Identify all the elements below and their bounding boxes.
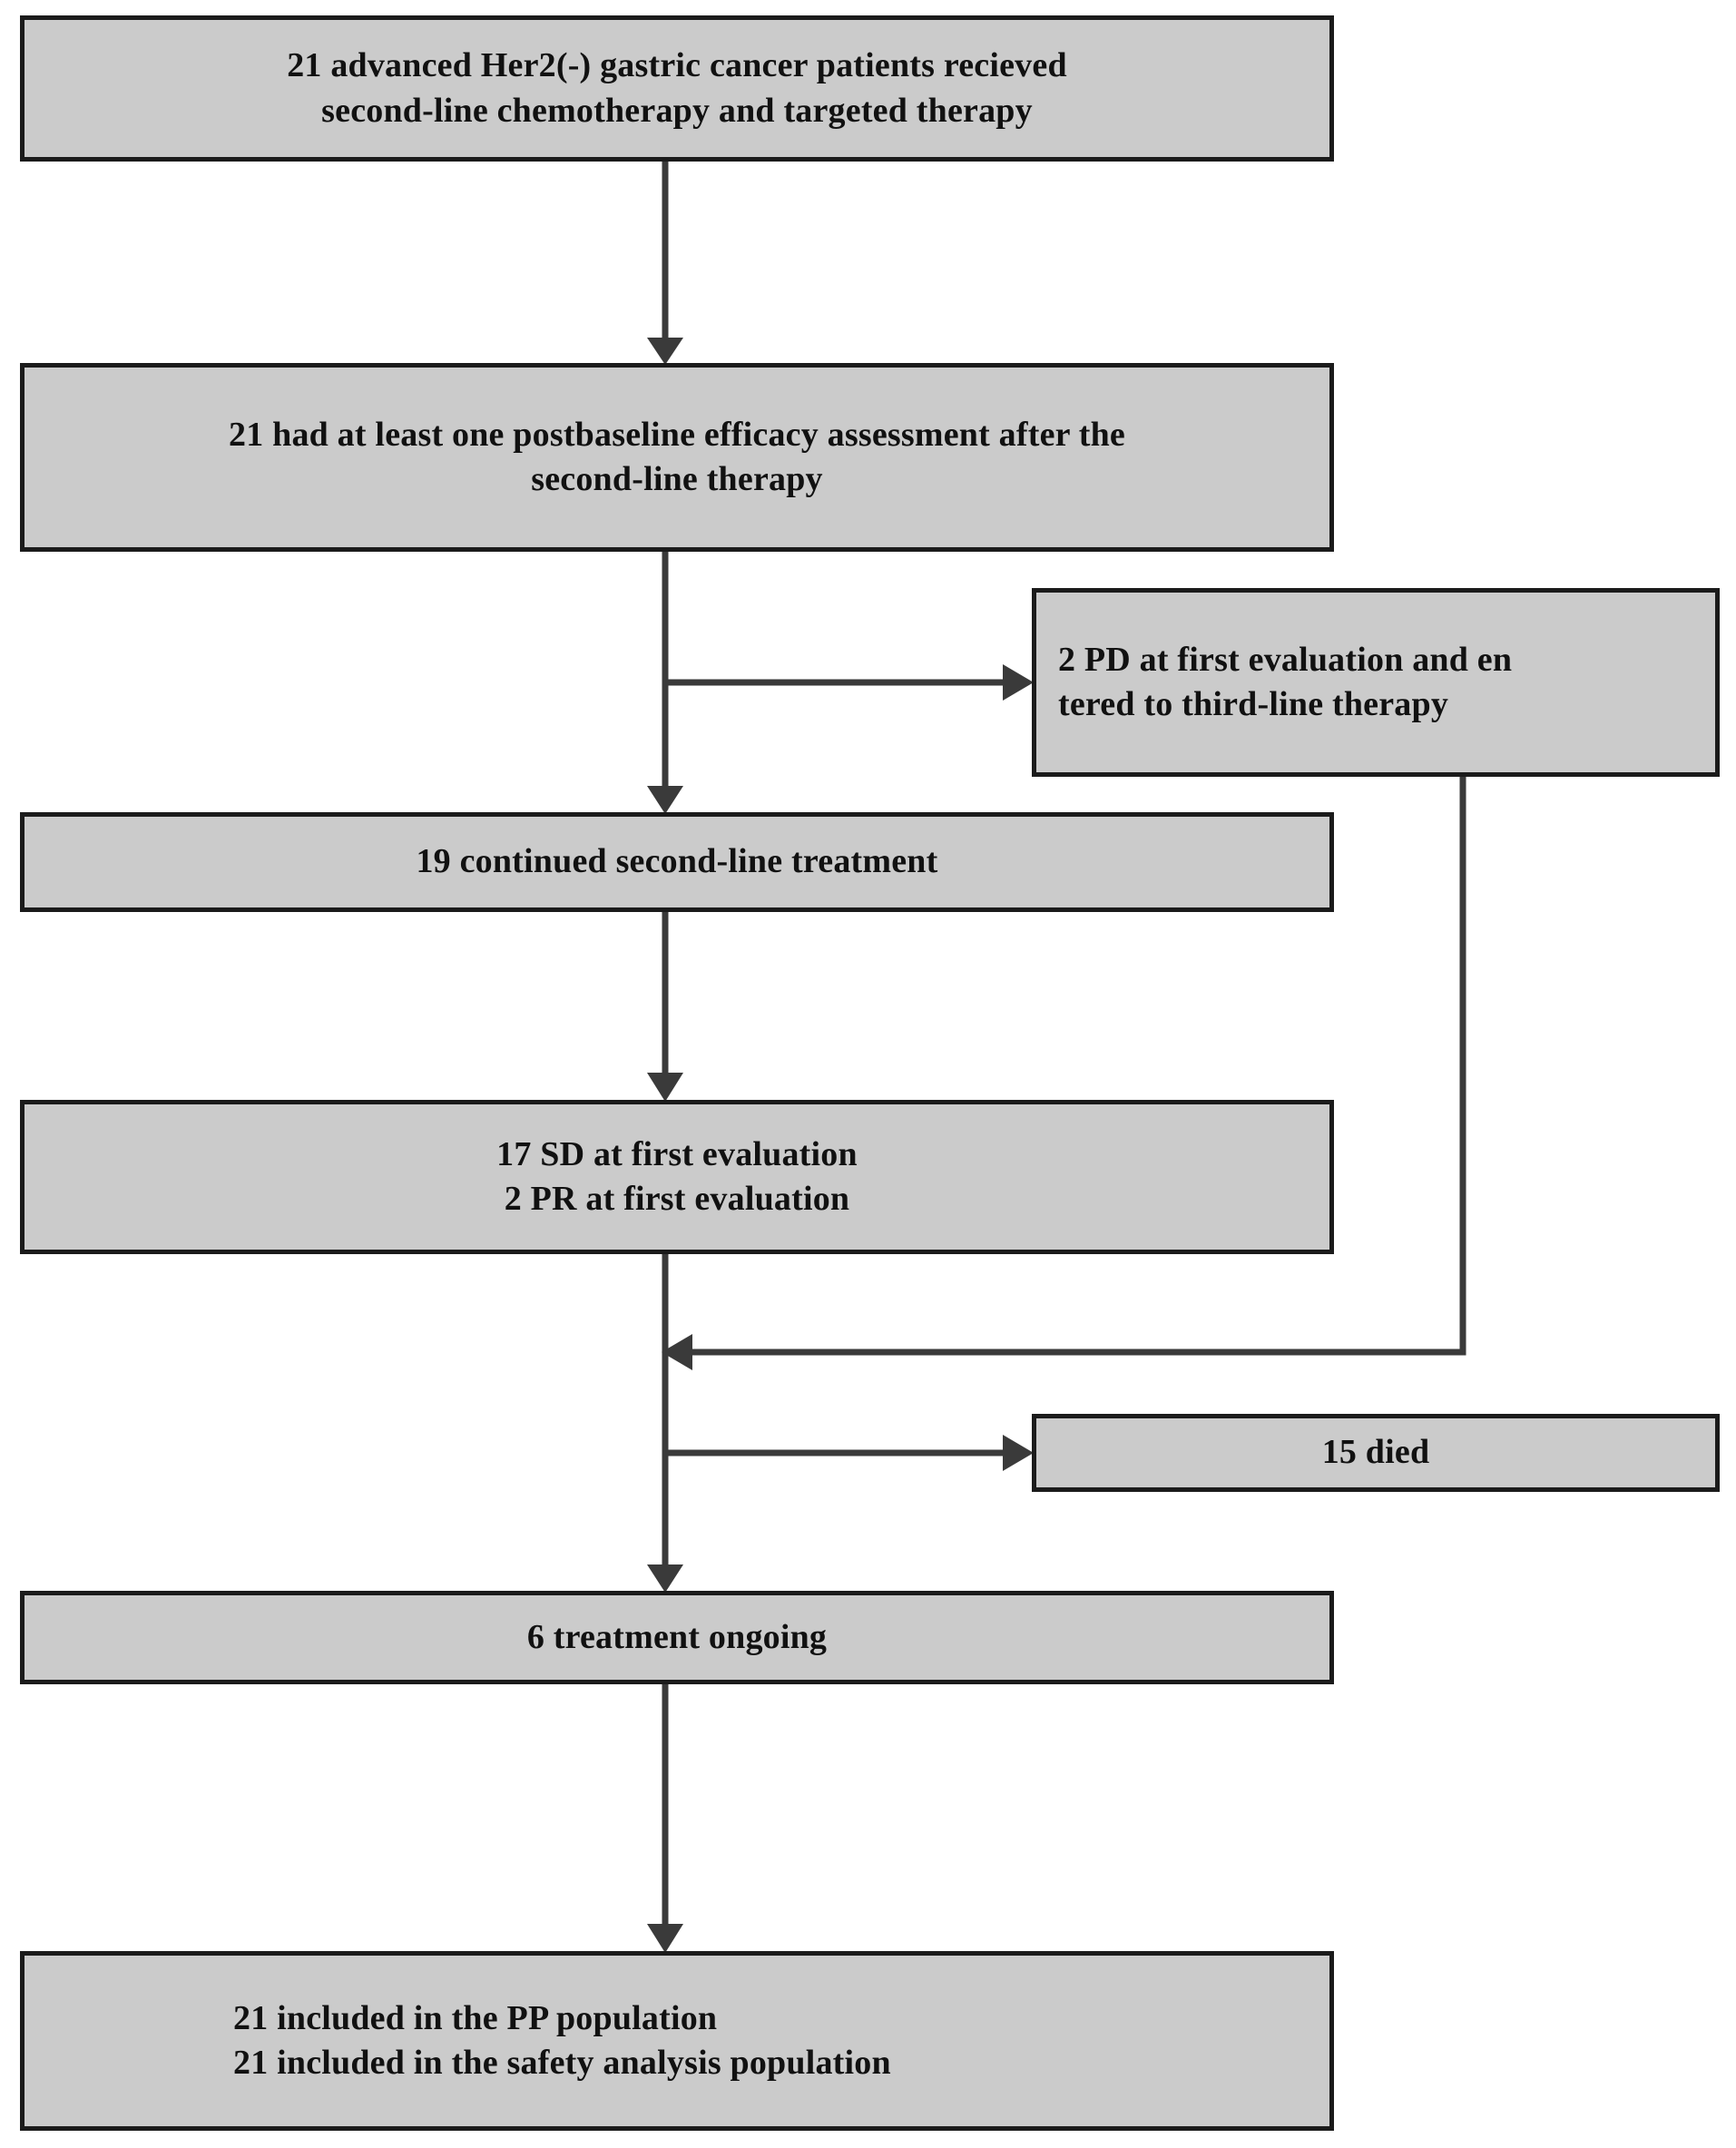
first-evaluation-response-box: 17 SD at first evaluation 2 PR at first … (20, 1100, 1334, 1254)
analysis-populations-line-2: 21 included in the safety analysis popul… (233, 2044, 891, 2082)
first-evaluation-line-1: 17 SD at first evaluation (496, 1134, 858, 1173)
enrolled-box-text: 21 advanced Her2(-) gastric cancer patie… (37, 44, 1317, 133)
pd-third-line-line-2: tered to third-line therapy (1058, 685, 1449, 723)
died-box-text: 15 died (1049, 1430, 1702, 1475)
pd-third-line-box: 2 PD at first evaluation and en tered to… (1032, 588, 1720, 777)
arrow-continued-to-first-evaluation (647, 912, 683, 1102)
enrolled-box-line-1: 21 advanced Her2(-) gastric cancer patie… (287, 46, 1067, 85)
postbaseline-assessment-box-text: 21 had at least one postbaseline efficac… (37, 413, 1317, 503)
analysis-populations-box: 21 included in the PP population 21 incl… (20, 1951, 1334, 2131)
arrow-assessment-to-continued (647, 552, 683, 814)
died-box-line-1: 15 died (1321, 1433, 1430, 1472)
pd-third-line-line-1: 2 PD at first evaluation and en (1058, 640, 1513, 679)
pd-third-line-box-text: 2 PD at first evaluation and en tered to… (1058, 638, 1699, 728)
postbaseline-assessment-line-1: 21 had at least one postbaseline efficac… (229, 415, 1125, 454)
continued-second-line-line-1: 19 continued second-line treatment (416, 842, 938, 881)
arrow-trunk-to-died (665, 1435, 1034, 1471)
analysis-populations-box-text: 21 included in the PP population 21 incl… (233, 1996, 1293, 2086)
main-trunk-line (647, 1254, 683, 1593)
postbaseline-assessment-line-2: second-line therapy (531, 460, 823, 498)
first-evaluation-line-2: 2 PR at first evaluation (504, 1180, 850, 1218)
analysis-populations-line-1: 21 included in the PP population (233, 1998, 718, 2037)
enrolled-box-line-2: second-line chemotherapy and targeted th… (321, 91, 1033, 130)
continued-second-line-box-text: 19 continued second-line treatment (37, 839, 1317, 884)
enrolled-box: 21 advanced Her2(-) gastric cancer patie… (20, 15, 1334, 162)
postbaseline-assessment-box: 21 had at least one postbaseline efficac… (20, 363, 1334, 552)
died-box: 15 died (1032, 1414, 1720, 1492)
arrow-ongoing-to-analysis-populations (647, 1684, 683, 1953)
treatment-ongoing-box-text: 6 treatment ongoing (37, 1615, 1317, 1660)
treatment-ongoing-box: 6 treatment ongoing (20, 1591, 1334, 1684)
arrow-assessment-to-pd (665, 664, 1034, 701)
first-evaluation-response-box-text: 17 SD at first evaluation 2 PR at first … (37, 1133, 1317, 1222)
treatment-ongoing-line-1: 6 treatment ongoing (526, 1617, 828, 1656)
continued-second-line-box: 19 continued second-line treatment (20, 812, 1334, 912)
arrow-enrolled-to-assessment (647, 162, 683, 365)
